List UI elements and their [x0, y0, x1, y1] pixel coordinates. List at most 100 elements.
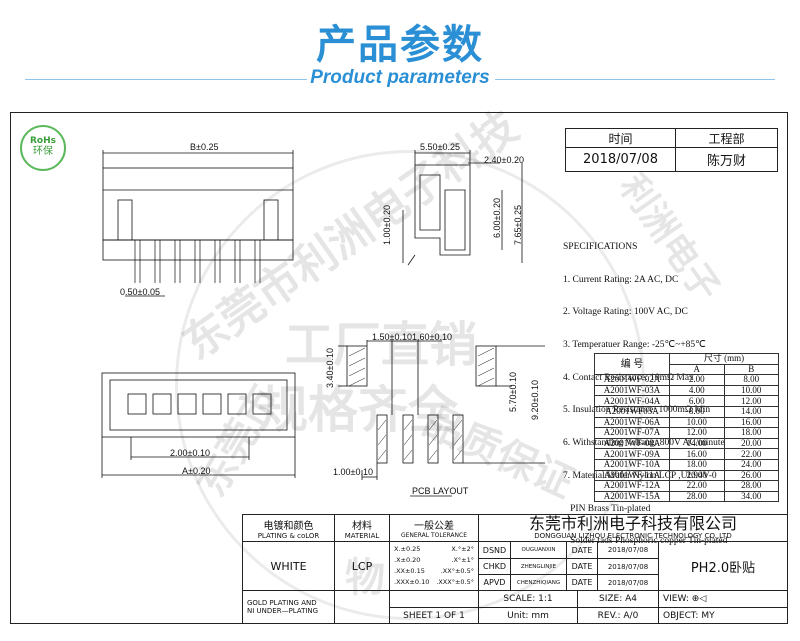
size-table-cell-a-value: 22.00 — [669, 480, 725, 492]
object-label: OBJECT: — [663, 610, 699, 621]
size-table-cell-a-value: 4.00 — [669, 384, 725, 397]
dim-a: A±0.20 — [182, 466, 211, 476]
spec-line: 1. Current Rating: 2A AC, DC — [563, 274, 679, 285]
rev-label: REV.: — [597, 610, 621, 621]
material-header-en: MATERIAL — [344, 531, 380, 540]
view: VIEW: ⊕◁ — [658, 590, 788, 608]
rev: REV.: A/0 — [577, 607, 659, 624]
size-table-cell-a-value: 28.00 — [669, 490, 725, 503]
company-name-en: DONGGUAN LIZHOU ELECTRONIC TECHNOLOGY CO… — [534, 531, 732, 540]
size-table-cell-part-no: A2001WF-08A — [594, 437, 670, 450]
dim-pitch-160: 1.60±0.10 — [412, 332, 452, 342]
size-table-cell-a-value: 8.00 — [669, 405, 725, 418]
material-header: 材料 MATERIAL — [334, 514, 390, 542]
tol-value: .XXX±0.10 — [394, 578, 430, 586]
size-table-cell-b-value: 34.00 — [723, 490, 779, 503]
object-value: MY — [701, 610, 715, 621]
chkd-name-text: ZHENGLINJIE — [520, 563, 557, 570]
tolerance-header-en: GENERAL TOLERANCE — [400, 532, 468, 539]
apvd-date-label: DATE — [566, 574, 598, 591]
size-table-cell-part-no: A2001WF-11A — [594, 469, 670, 482]
spec-line: PIN Brass Tin-plated — [563, 503, 651, 514]
rohs-logo: RoHs 环保 — [20, 125, 66, 171]
sheet-number: SHEET 1 OF 1 — [389, 607, 479, 624]
page-subtitle-en: Product parameters — [310, 67, 490, 88]
size-table-cell-a-value: 20.00 — [669, 469, 725, 482]
company-box: 东莞市利洲电子科技有限公司 DONGGUAN LIZHOU ELECTRONIC… — [478, 514, 788, 542]
plating-note: GOLD PLATING AND NI UNDER—PLATING — [242, 590, 335, 624]
scale-value: 1:1 — [538, 594, 553, 604]
unit: Unit: mm — [478, 607, 578, 624]
size-table-cell-part-no: A2001WF-02A — [594, 374, 670, 386]
dsnd-date: 2018/07/08 — [597, 541, 659, 559]
rohs-logo-text: RoHs — [29, 136, 56, 146]
sheet-blank — [389, 590, 479, 608]
projection-icon: ⊕◁ — [691, 594, 707, 604]
dim-height-100: 1.00±0.20 — [382, 205, 392, 245]
size-table-cell-b-value: 12.00 — [723, 395, 779, 407]
page-title-cn: 产品参数 — [316, 22, 484, 68]
size-table-cell-a-value: 18.00 — [669, 458, 725, 471]
tol-value: .XXX°±0.5° — [436, 578, 474, 586]
size-table-cell-b-value: 18.00 — [723, 427, 779, 439]
view-label: VIEW: — [663, 594, 689, 604]
size-table-cell-b-value: 26.00 — [723, 469, 779, 482]
plating-header: 电镀和颜色 PLATING & coLOR — [242, 514, 335, 542]
pcb-layout — [338, 340, 545, 497]
chkd-label: CHKD — [478, 558, 511, 575]
chkd-name: ZHENGLINJIE — [510, 558, 567, 575]
size-table-header-b: B — [723, 363, 779, 376]
chkd-date-label-text: DATE — [571, 562, 593, 571]
apvd-name: CHENZHIQIANG — [510, 574, 567, 591]
approval-name: 陈万财 — [675, 147, 778, 172]
chkd-date-label: DATE — [566, 558, 598, 575]
part-name: PH2.0卧贴 — [658, 541, 788, 591]
scale: SCALE: 1:1 — [478, 590, 578, 608]
apvd-label: APVD — [478, 574, 511, 591]
size-table-cell-part-no: A2001WF-10A — [594, 458, 670, 471]
spec-line: 3. Temperatuer Range: -25℃~+85℃ — [563, 339, 706, 350]
size-label: SIZE: — [598, 594, 623, 604]
rohs-logo-subtext: 环保 — [33, 146, 53, 157]
dsnd-name-text: OUGUANXIN — [521, 547, 556, 553]
material-header-cn: 材料 — [352, 520, 372, 532]
chkd-date-text: 2018/07/08 — [607, 562, 649, 571]
color-value-text: WHITE — [270, 559, 307, 573]
size-table-cell-a-value: 14.00 — [669, 437, 725, 450]
dim-pitch-100: 1.00±0.10 — [333, 467, 373, 477]
size-table-cell-b-value: 28.00 — [723, 480, 779, 492]
company-name-cn: 东莞市利洲电子科技有限公司 — [528, 513, 737, 533]
dim-height-920: 9.20±0.10 — [530, 380, 540, 420]
plating-note-line: NI UNDER—PLATING — [247, 607, 319, 615]
apvd-label-text: APVD — [483, 578, 506, 587]
front-view — [102, 150, 294, 297]
approval-header-time-label: 时间 — [608, 131, 633, 146]
size-table-cell-a-value: 12.00 — [669, 427, 725, 439]
dsnd-label: DSND — [478, 541, 511, 559]
size-table-cell-part-no: A2001WF-15A — [594, 490, 670, 503]
size-table-cell-part-no: A2001WF-09A — [594, 448, 670, 460]
dim-height-765: 7.65±0.25 — [513, 205, 523, 245]
size-table-cell-b-value: 20.00 — [723, 437, 779, 450]
dim-width-240: 2.40±0.20 — [484, 155, 524, 165]
unit-label: Unit: — [507, 610, 529, 621]
dim-b: B±0.25 — [190, 142, 219, 152]
size-table-cell-a-value: 10.00 — [669, 416, 725, 429]
rev-value: A/0 — [623, 610, 639, 621]
dsnd-label-text: DSND — [482, 545, 507, 555]
size-table-cell-b-value: 22.00 — [723, 448, 779, 460]
title-block: 电镀和颜色 PLATING & coLOR 材料 MATERIAL 一般公差 G… — [242, 514, 788, 624]
dim-height-570: 5.70±0.10 — [508, 372, 518, 412]
header-divider-left — [25, 79, 307, 80]
size-table-cell-b-value: 14.00 — [723, 405, 779, 418]
size-table-cell-b-value: 10.00 — [723, 384, 779, 397]
size-table-cell-part-no: A2001WF-04A — [594, 395, 670, 407]
dsnd-date-label: DATE — [566, 541, 598, 559]
